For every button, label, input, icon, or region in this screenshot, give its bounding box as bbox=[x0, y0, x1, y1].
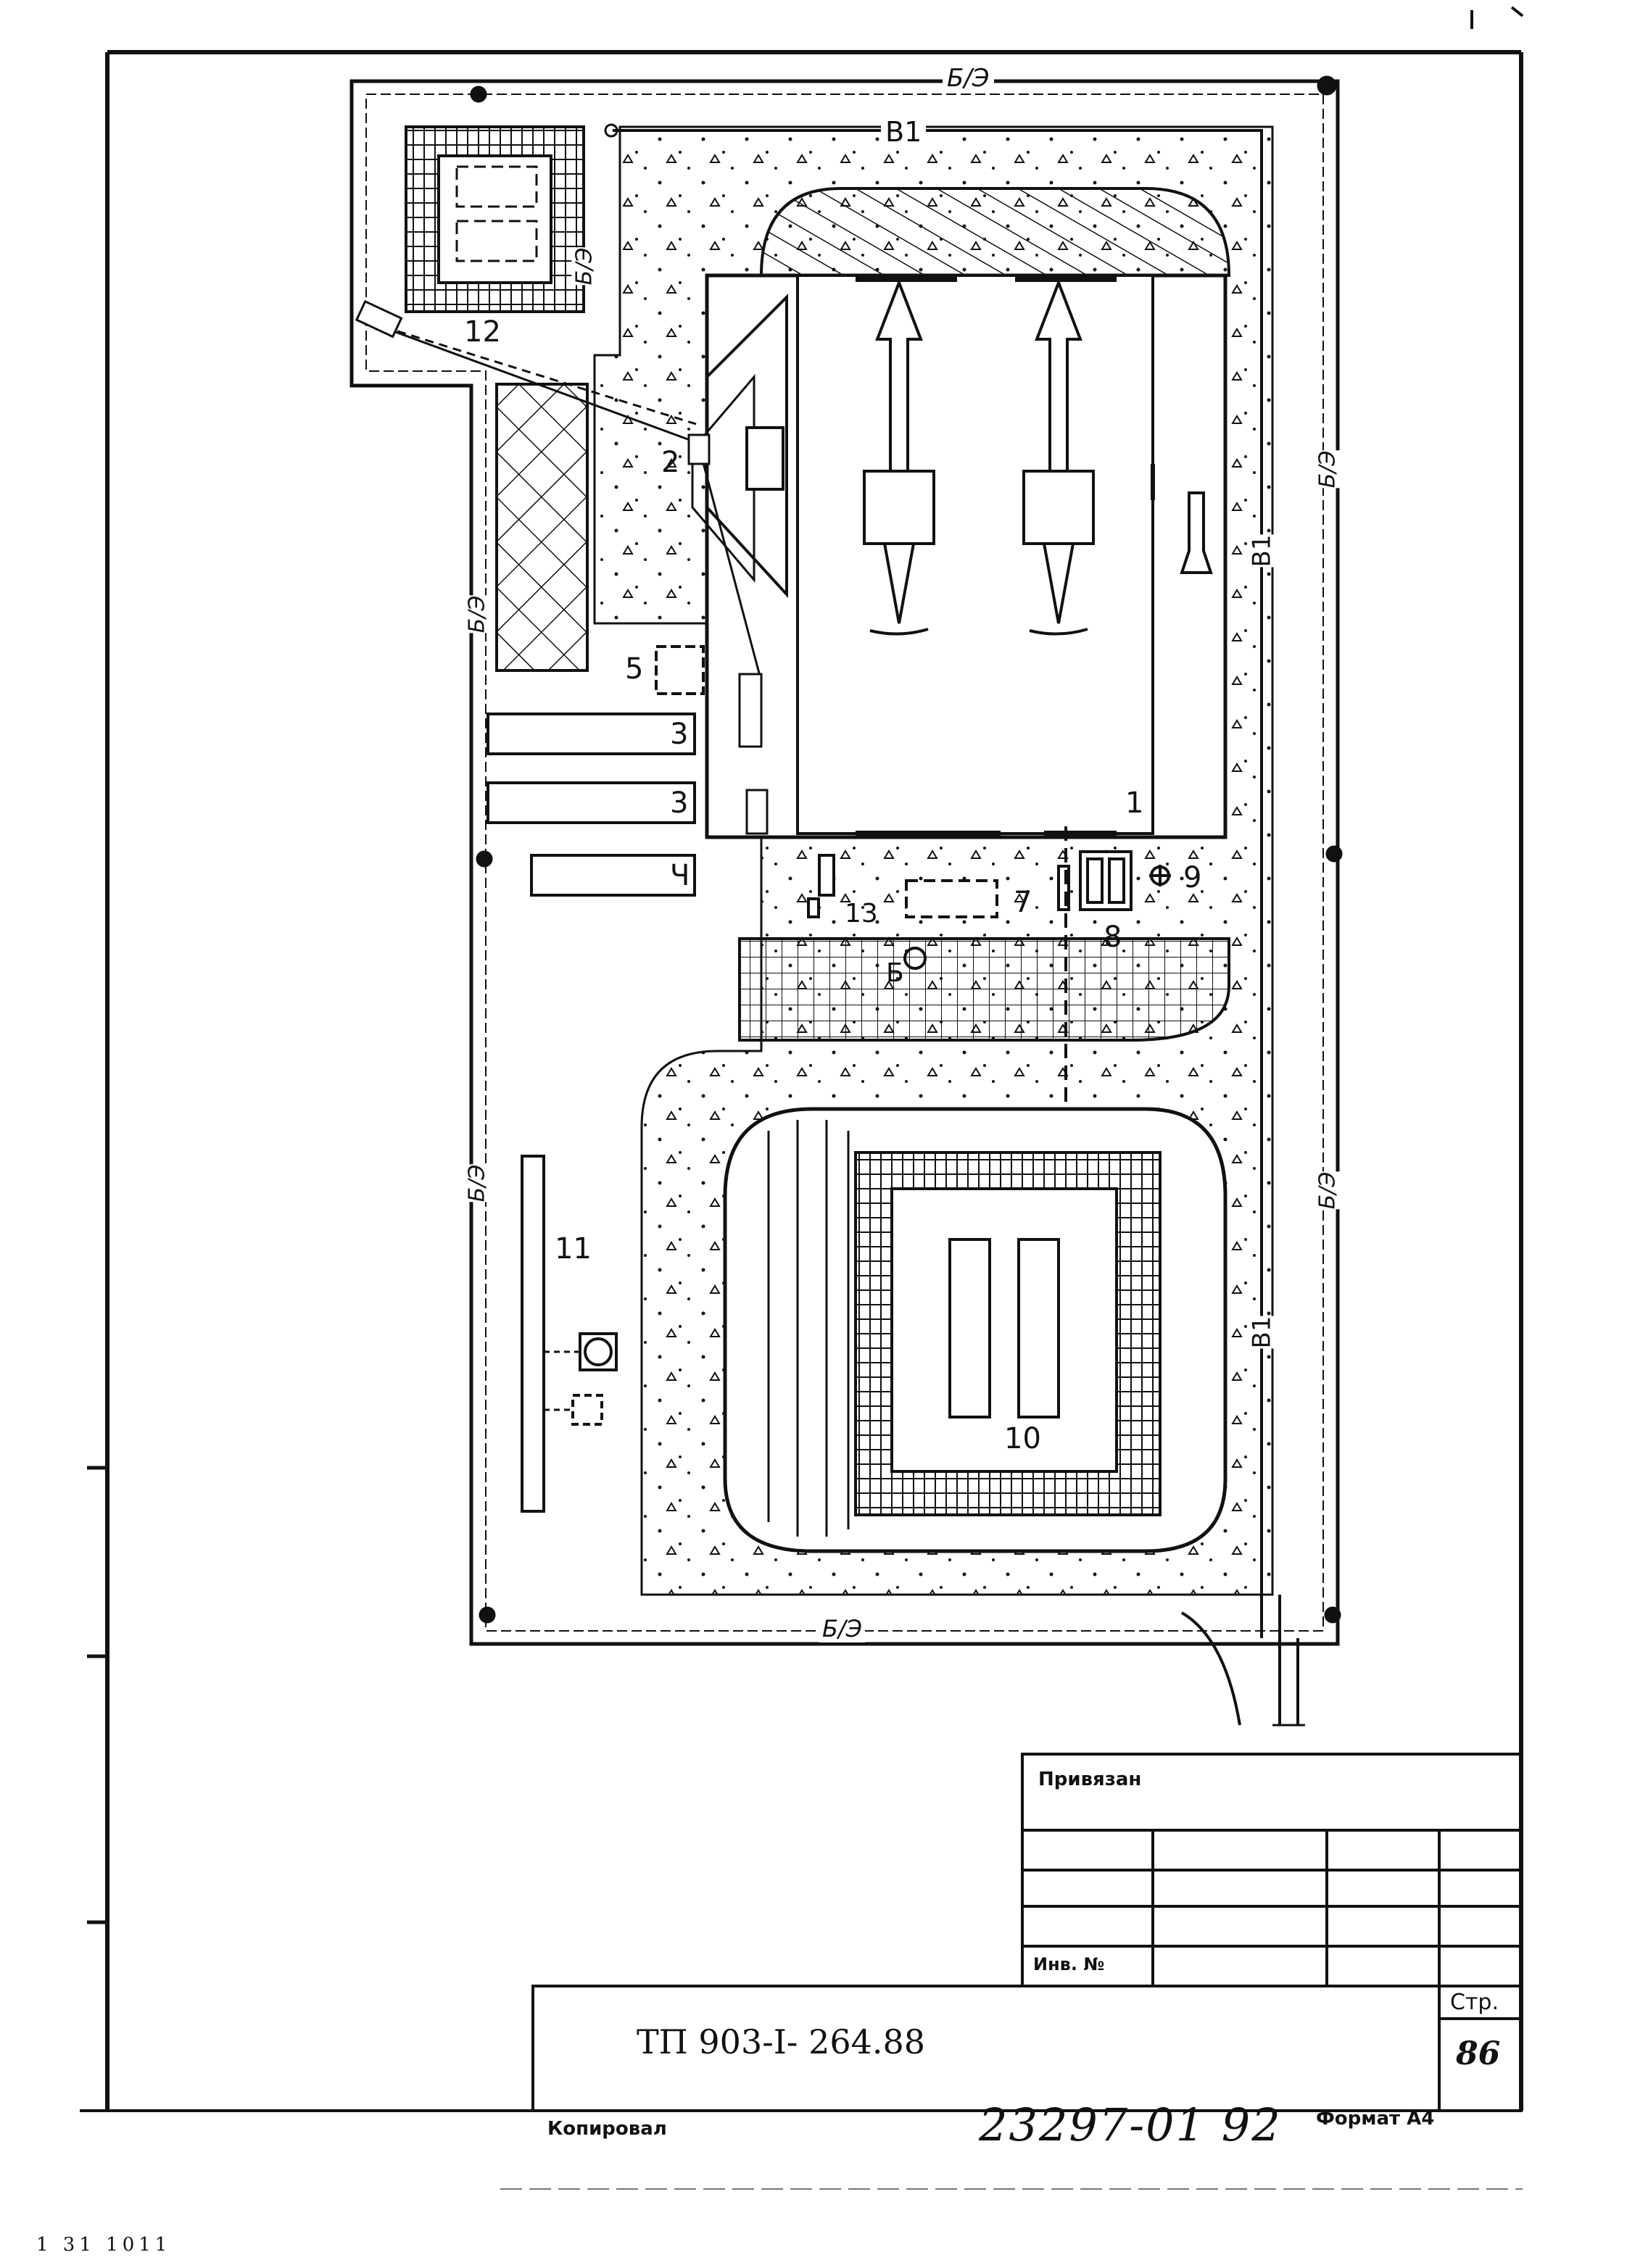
item-label-9: 9 bbox=[1183, 861, 1202, 894]
sewer-label-left: Б/Э bbox=[464, 595, 490, 634]
title-block-frame bbox=[531, 1753, 1523, 2112]
area-10 bbox=[723, 1107, 1228, 1553]
item-label-13: 13 bbox=[845, 899, 878, 929]
light-pole-icon bbox=[470, 75, 1343, 1624]
item-label-1: 1 bbox=[1125, 786, 1144, 820]
item-label-6: Б bbox=[886, 958, 904, 988]
sewer-label-left-bottom: Б/Э bbox=[464, 1164, 490, 1202]
area-11 bbox=[521, 1155, 618, 1513]
tiled-paving bbox=[738, 937, 1230, 1042]
crosshatch-area bbox=[495, 383, 589, 672]
sewer-label-bottom: Б/Э bbox=[819, 1615, 866, 1642]
water-label-right-bottom: В1 bbox=[1247, 1316, 1277, 1349]
item-label-12: 12 bbox=[464, 315, 501, 349]
service-area bbox=[691, 273, 1228, 839]
corner-code: 1 31 1011 bbox=[36, 2234, 172, 2256]
item-label-7: 7 bbox=[1014, 886, 1032, 919]
water-label-right-top: В1 bbox=[1247, 534, 1277, 568]
item-label-8: 8 bbox=[1104, 921, 1122, 954]
copied-label: Копировал bbox=[547, 2118, 667, 2140]
page-label: Стр. bbox=[1450, 1990, 1499, 2015]
page-number: 86 bbox=[1456, 2035, 1501, 2072]
tied-label: Привязан bbox=[1038, 1769, 1142, 1790]
sewer-label-right-top: Б/Э bbox=[1315, 450, 1341, 489]
water-line bbox=[613, 129, 1305, 1727]
item-5-box bbox=[655, 645, 705, 695]
storage-blocks bbox=[487, 713, 696, 897]
item-label-11: 11 bbox=[555, 1232, 592, 1266]
sewer-label-right-bottom: Б/Э bbox=[1315, 1171, 1341, 1210]
hatched-canopy bbox=[759, 187, 1231, 277]
inv-label: Инв. № bbox=[1033, 1954, 1105, 1974]
item-label-3a: 3 bbox=[670, 718, 689, 751]
sewer-label-left-top: Б/Э bbox=[571, 247, 597, 286]
traffic-arrows bbox=[863, 278, 1213, 636]
item-label-4: Ч bbox=[670, 859, 690, 892]
item-label-3b: 3 bbox=[670, 786, 689, 820]
item-label-2: 2 bbox=[661, 446, 680, 479]
format-label: Формат А4 bbox=[1316, 2108, 1435, 2130]
pipeline bbox=[355, 299, 769, 835]
item-label-10: 10 bbox=[1004, 1422, 1041, 1455]
sewer-label-top: Б/Э bbox=[943, 64, 994, 93]
item-label-5: 5 bbox=[625, 652, 644, 686]
water-label-top: В1 bbox=[881, 116, 927, 148]
area-12 bbox=[405, 125, 585, 313]
archive-number: 23297-01 92 bbox=[979, 2098, 1282, 2151]
document-code: ТП 903-I- 264.88 bbox=[637, 2022, 926, 2061]
